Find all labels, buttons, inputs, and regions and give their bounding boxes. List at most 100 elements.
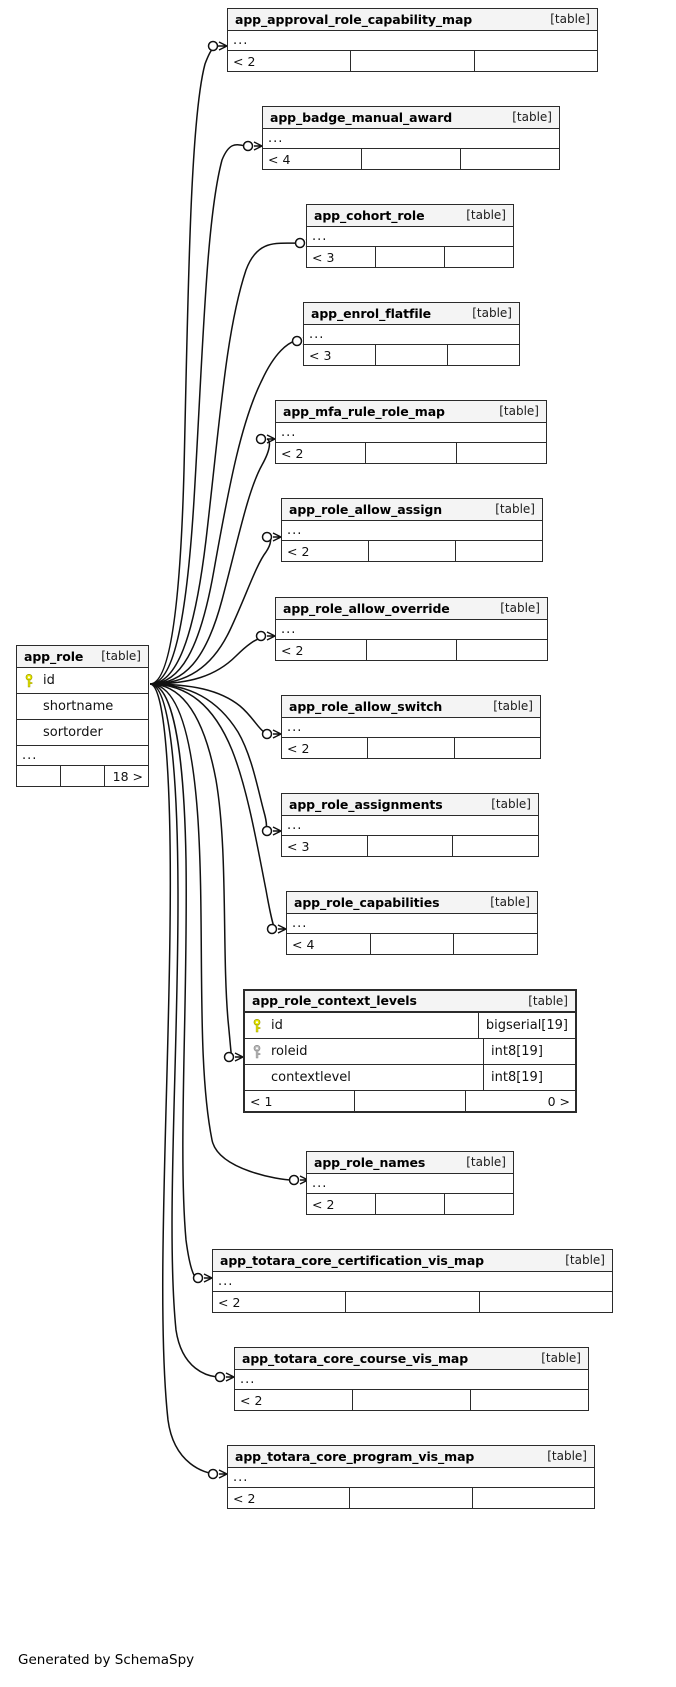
column-label: id <box>43 673 55 688</box>
table-node-app-totara-core-program-vis-map[interactable]: app_totara_core_program_vis_map[table]..… <box>227 1445 595 1509</box>
table-node-app-totara-core-course-vis-map[interactable]: app_totara_core_course_vis_map[table]...… <box>234 1347 589 1411</box>
footer-mid-count <box>355 1091 466 1111</box>
footer-mid-count <box>367 640 458 660</box>
column-row-roleid[interactable]: roleid int8[19] <box>245 1039 575 1065</box>
table-header: app_role_context_levels [table] <box>245 991 575 1013</box>
table-node-app-role-context-levels[interactable]: app_role_context_levels [table] id bigse… <box>243 989 577 1113</box>
footer-left-count: < 2 <box>213 1292 347 1312</box>
table-type-tag: [table] <box>541 1351 581 1365</box>
table-node-app-role-assignments[interactable]: app_role_assignments [table]...< 3 <box>281 793 539 857</box>
table-footer: < 3 <box>282 836 538 856</box>
table-type-tag: [table] <box>565 1253 605 1267</box>
footer-mid-count <box>351 51 475 71</box>
footer-left-count: < 3 <box>282 836 368 856</box>
column-row-contextlevel[interactable]: contextlevel int8[19] <box>245 1065 575 1091</box>
more-columns-ellipsis: ... <box>235 1370 588 1390</box>
footer-right-count <box>473 1488 594 1508</box>
table-node-app-role-allow-override[interactable]: app_role_allow_override[table]...< 2 <box>275 597 548 661</box>
table-name: app_role_names <box>314 1154 426 1170</box>
table-header: app_totara_core_course_vis_map[table] <box>235 1348 588 1370</box>
column-row-shortname[interactable]: shortname <box>17 694 148 720</box>
table-node-app-cohort-role[interactable]: app_cohort_role[table]...< 3 <box>306 204 514 268</box>
column-row-id[interactable]: id bigserial[19] <box>245 1013 575 1039</box>
table-node-app-role[interactable]: app_role [table] id shortname <box>16 645 149 787</box>
footer-left-count: < 4 <box>287 934 371 954</box>
footer-right-count <box>475 51 597 71</box>
table-name: app_cohort_role <box>314 207 425 223</box>
column-type: bigserial[19] <box>477 1013 575 1038</box>
footer-right-count <box>456 541 542 561</box>
column-label: contextlevel <box>271 1070 351 1085</box>
table-footer: < 4 <box>287 934 537 954</box>
footer-mid-count <box>369 541 456 561</box>
footer-left-count: < 2 <box>282 738 369 758</box>
more-columns-ellipsis: ... <box>276 620 547 640</box>
footer-right-count <box>445 1194 513 1214</box>
table-node-app-role-capabilities[interactable]: app_role_capabilities[table]...< 4 <box>286 891 538 955</box>
table-node-app-role-allow-switch[interactable]: app_role_allow_switch [table]...< 2 <box>281 695 541 759</box>
column-label: roleid <box>271 1044 308 1059</box>
table-node-app-approval-role-capability-map[interactable]: app_approval_role_capability_map[table].… <box>227 8 598 72</box>
more-columns-ellipsis: ... <box>276 423 546 443</box>
table-type-tag: [table] <box>101 649 141 663</box>
column-type: int8[19] <box>483 1039 575 1064</box>
table-footer: < 2 <box>307 1194 513 1214</box>
more-columns-ellipsis: ... <box>263 129 559 149</box>
table-footer: < 2 <box>213 1292 612 1312</box>
table-type-tag: [table] <box>493 699 533 713</box>
table-type-tag: [table] <box>490 895 530 909</box>
table-type-tag: [table] <box>550 12 590 26</box>
column-row-sortorder[interactable]: sortorder <box>17 720 148 746</box>
footer-left-count: < 2 <box>276 443 367 463</box>
footer-left-count: < 2 <box>276 640 367 660</box>
more-columns-ellipsis: ... <box>282 816 538 836</box>
footer-left-count: < 1 <box>245 1091 356 1111</box>
table-node-app-role-names[interactable]: app_role_names[table]...< 2 <box>306 1151 514 1215</box>
table-name: app_role_context_levels <box>252 993 417 1008</box>
footer-right-count <box>455 738 540 758</box>
footer-mid-count <box>366 443 457 463</box>
table-footer: < 2 <box>282 738 540 758</box>
table-name: app_role_allow_assign <box>289 501 443 517</box>
footer-mid-count <box>368 738 455 758</box>
table-header: app_cohort_role [table] <box>307 205 513 227</box>
column-label: id <box>271 1018 283 1033</box>
table-name: app_role_capabilities <box>294 894 440 910</box>
table-type-tag: [table] <box>472 306 512 320</box>
column-name-cell: sortorder <box>17 725 148 740</box>
column-row-id[interactable]: id <box>17 668 148 694</box>
table-name: app_role_allow_switch <box>289 698 443 714</box>
column-type: int8[19] <box>483 1065 575 1090</box>
column-name-cell: id <box>245 1018 478 1033</box>
table-name: app_role <box>24 648 84 664</box>
column-name-cell: id <box>17 673 148 688</box>
footer-right-count <box>471 1390 588 1410</box>
table-type-tag: [table] <box>491 797 531 811</box>
footer-mid-count <box>376 1194 445 1214</box>
footer-left-count <box>17 766 61 786</box>
table-header: app_totara_core_certification_vis_map[ta… <box>213 1250 612 1272</box>
more-columns-ellipsis: ... <box>282 521 542 541</box>
footer-mid-count <box>376 345 448 365</box>
column-name-cell: roleid <box>245 1044 483 1059</box>
footer-mid-count <box>368 836 454 856</box>
footer-mid-count <box>376 247 445 267</box>
table-node-app-mfa-rule-role-map[interactable]: app_mfa_rule_role_map[table]...< 2 <box>275 400 547 464</box>
footer-right-count: 18 > <box>112 768 143 784</box>
table-name: app_approval_role_capability_map <box>235 11 473 27</box>
more-columns-ellipsis: ... <box>304 325 519 345</box>
table-type-tag: [table] <box>466 208 506 222</box>
table-name: app_totara_core_program_vis_map <box>235 1448 475 1464</box>
table-node-app-enrol-flatfile[interactable]: app_enrol_flatfile[table]...< 3 <box>303 302 520 366</box>
table-header: app_role_allow_override[table] <box>276 598 547 620</box>
footer-mid-count <box>346 1292 480 1312</box>
table-footer: < 2 <box>282 541 542 561</box>
footer-right-count: 0 > <box>547 1093 570 1109</box>
more-columns-ellipsis: ... <box>228 1468 594 1488</box>
table-node-app-badge-manual-award[interactable]: app_badge_manual_award[table]...< 4 <box>262 106 560 170</box>
more-columns-ellipsis: ... <box>282 718 540 738</box>
footer-right-count <box>448 345 519 365</box>
table-node-app-totara-core-certification-vis-map[interactable]: app_totara_core_certification_vis_map[ta… <box>212 1249 613 1313</box>
table-name: app_role_assignments <box>289 796 443 812</box>
table-node-app-role-allow-assign[interactable]: app_role_allow_assign[table]...< 2 <box>281 498 543 562</box>
